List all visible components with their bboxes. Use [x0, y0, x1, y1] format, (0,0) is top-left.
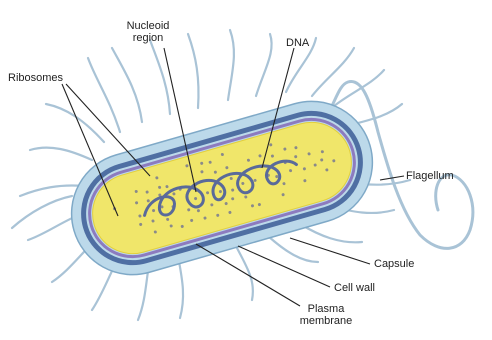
ribosomes-label: Ribosomes: [8, 72, 63, 84]
pilus: [46, 104, 104, 142]
plasma-label-line2: membrane: [298, 315, 354, 327]
cell-wall-label: Cell wall: [334, 282, 375, 294]
capsule-label: Capsule: [374, 258, 414, 270]
pilus: [228, 30, 234, 100]
nucleoid-label-line2: region: [118, 32, 178, 44]
pilus: [30, 148, 92, 160]
pilus: [188, 34, 199, 108]
pilus: [268, 236, 318, 262]
flagellum-label: Flagellum: [406, 170, 454, 182]
plasma-membrane-label: Plasma membrane: [298, 303, 354, 327]
dna-label: DNA: [286, 37, 309, 49]
pilus: [256, 34, 272, 96]
plasma-membrane-leader: [196, 244, 300, 306]
pilus: [312, 48, 354, 96]
pilus: [178, 256, 183, 318]
pilus: [88, 58, 120, 132]
plasma-label-line1: Plasma: [298, 303, 354, 315]
nucleoid-label-line1: Nucleoid: [118, 20, 178, 32]
pilus: [112, 48, 142, 122]
nucleoid-region-label: Nucleoid region: [118, 20, 178, 44]
pilus: [150, 40, 170, 114]
